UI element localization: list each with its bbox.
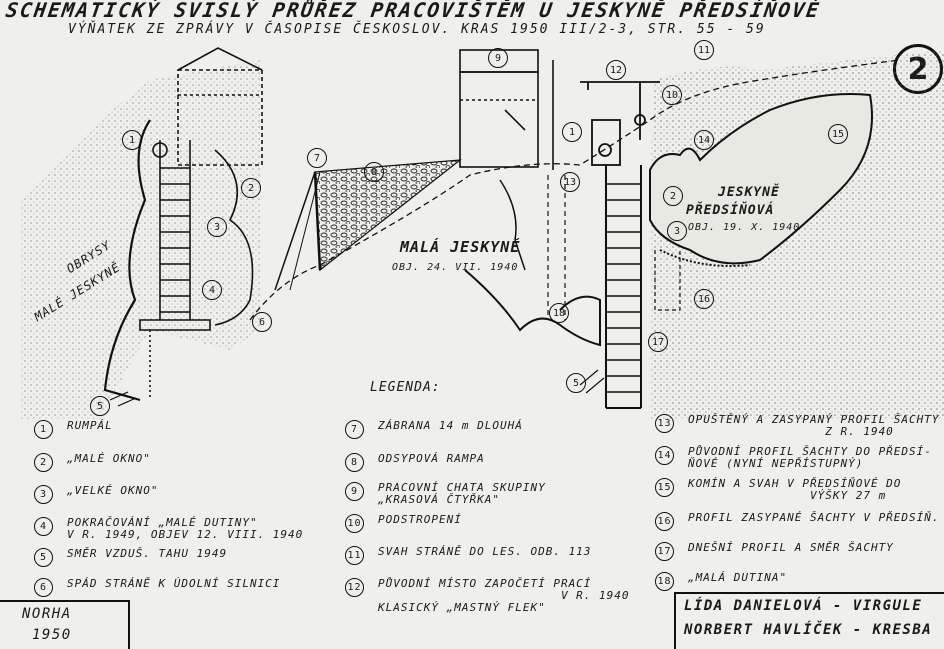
callout-marker: 15 [828, 124, 848, 144]
callout-marker: 2 [663, 186, 683, 206]
left-shaft-structure [103, 47, 263, 402]
callout-marker: 11 [694, 40, 714, 60]
author-name: NORHA [22, 606, 72, 622]
draft-arrows [109, 369, 605, 407]
callout-marker: 16 [694, 289, 714, 309]
callout-marker: 5 [90, 396, 110, 416]
label-mala-jeskyne-date: OBJ. 24. VII. 1940 [392, 262, 519, 273]
author-box [0, 600, 130, 649]
callout-marker: 9 [488, 48, 508, 68]
main-shaft [605, 165, 642, 409]
callout-marker: 10 [662, 85, 682, 105]
predsinova-cave [649, 93, 873, 265]
slope-line [249, 59, 901, 321]
callout-marker: 8 [364, 162, 384, 182]
callout-marker: 4 [202, 280, 222, 300]
callout-marker: 17 [648, 332, 668, 352]
credits-box [674, 592, 944, 649]
callout-marker: 3 [667, 221, 687, 241]
credit-line-1: LÍDA DANIELOVÁ - VIRGULE [684, 598, 923, 614]
label-predsinova: PŘEDSÍŇOVÁ [686, 203, 775, 218]
label-predsinova-date: OBJ. 19. X. 1940 [688, 222, 801, 233]
mala-jeskyne-outline [464, 269, 601, 347]
callout-marker: 12 [606, 60, 626, 80]
legend-item: 18„MALÁ DUTINA" [655, 572, 787, 591]
callout-marker: 1 [122, 130, 142, 150]
callout-marker: 7 [307, 148, 327, 168]
author-year: 1950 [32, 627, 72, 643]
callout-marker: 6 [252, 312, 272, 332]
diagram-subtitle: VÝŇATEK ZE ZPRÁVY V ČASOPISE ČESKOSLOV. … [68, 22, 766, 37]
callout-marker: 5 [566, 373, 586, 393]
filled-shaft [654, 250, 681, 311]
legend-title: LEGENDA: [370, 380, 441, 395]
callout-marker: 18 [549, 303, 569, 323]
label-mala-jeskyne: MALÁ JESKYNĚ [400, 238, 521, 256]
winch-frame [580, 81, 660, 166]
work-hut [459, 49, 554, 170]
callout-marker: 14 [694, 130, 714, 150]
callout-marker: 3 [207, 217, 227, 237]
legend-item: 2„MALÉ OKNO" [34, 453, 151, 472]
callout-marker: 13 [560, 172, 580, 192]
barrier-and-ramp [274, 159, 462, 291]
credit-line-2: NORBERT HAVLÍČEK - KRESBA [684, 622, 933, 638]
legend-item: 3„VELKÉ OKNO" [34, 485, 158, 504]
callout-marker: 2 [241, 178, 261, 198]
label-jeskyne: JESKYNĚ [718, 185, 780, 200]
rock-mass-left [20, 60, 260, 420]
callout-marker: 1 [562, 122, 582, 142]
abandoned-shaft [547, 175, 566, 320]
